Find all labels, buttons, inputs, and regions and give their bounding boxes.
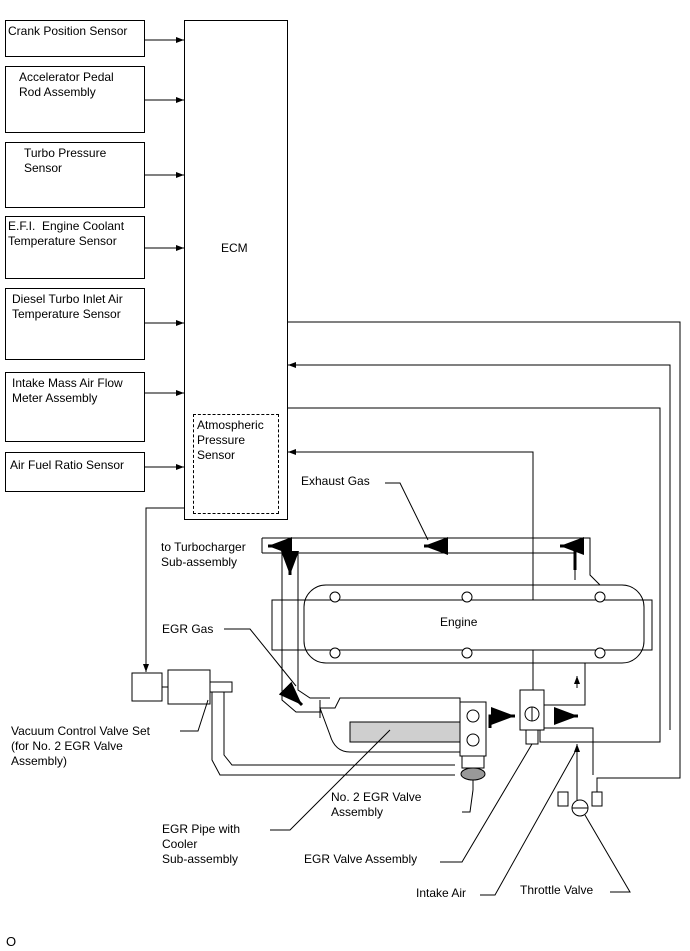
sensor-air-fuel-ratio: Air Fuel Ratio Sensor bbox=[5, 452, 145, 492]
vacuum-control-label: Vacuum Control Valve Set (for No. 2 EGR … bbox=[11, 724, 150, 768]
egr-gas-label: EGR Gas bbox=[162, 622, 214, 636]
atmospheric-sensor-label: Atmospheric Pressure Sensor bbox=[197, 418, 264, 462]
sensor-label: Diesel Turbo Inlet Air Temperature Senso… bbox=[12, 292, 123, 321]
vacuum-hose bbox=[211, 692, 455, 776]
sensor-label: Intake Mass Air Flow Meter Assembly bbox=[12, 376, 123, 405]
sensor-crank-position: Crank Position Sensor bbox=[5, 20, 145, 57]
sensor-label: Turbo Pressure Sensor bbox=[24, 146, 107, 175]
egr-flow-arrows bbox=[488, 707, 578, 728]
intake-air-label: Intake Air bbox=[416, 886, 467, 900]
sensor-accelerator-pedal: Accelerator Pedal Rod Assembly bbox=[5, 66, 145, 133]
vacuum-control-valve bbox=[131, 669, 233, 705]
to-turbocharger-label: to Turbocharger Sub-assembly bbox=[161, 540, 246, 569]
ecm-label: ECM bbox=[221, 241, 248, 255]
vacuum-hose-inner bbox=[223, 692, 455, 766]
sensor-mass-air-flow: Intake Mass Air Flow Meter Assembly bbox=[5, 372, 145, 442]
sensor-label: E.F.I. Engine Coolant Temperature Sensor bbox=[8, 219, 125, 248]
atmospheric-pressure-sensor: Atmospheric Pressure Sensor bbox=[193, 414, 279, 514]
no2-egr-valve bbox=[459, 701, 487, 790]
egr-cooler bbox=[319, 697, 461, 753]
sensor-coolant-temperature: E.F.I. Engine Coolant Temperature Sensor bbox=[5, 216, 145, 279]
throttle-valve-label: Throttle Valve bbox=[520, 883, 594, 897]
sensor-label: Accelerator Pedal Rod Assembly bbox=[19, 70, 114, 99]
engine-block bbox=[271, 584, 653, 664]
no2-egr-valve-label: No. 2 EGR Valve Assembly bbox=[331, 790, 422, 819]
exhaust-flow-arrows bbox=[268, 537, 584, 707]
vsv-signal-line bbox=[143, 507, 184, 672]
sensor-label: Air Fuel Ratio Sensor bbox=[10, 458, 125, 472]
sensor-label: Crank Position Sensor bbox=[8, 24, 128, 38]
ecm-box: ECM bbox=[184, 20, 288, 520]
exhaust-gas-label: Exhaust Gas bbox=[301, 474, 370, 488]
figure-code: O bbox=[6, 934, 17, 949]
sensor-inlet-air-temperature: Diesel Turbo Inlet Air Temperature Senso… bbox=[5, 288, 145, 360]
egr-pipe-label: EGR Pipe with Cooler Sub-assembly bbox=[162, 822, 241, 866]
sensor-turbo-pressure: Turbo Pressure Sensor bbox=[5, 142, 145, 208]
intake-pipes bbox=[544, 663, 603, 817]
engine-label: Engine bbox=[440, 615, 478, 629]
egr-valve bbox=[519, 689, 545, 745]
egr-valve-label: EGR Valve Assembly bbox=[304, 852, 418, 866]
sensor-signal-lines bbox=[145, 37, 184, 470]
leader-lines bbox=[180, 482, 631, 896]
